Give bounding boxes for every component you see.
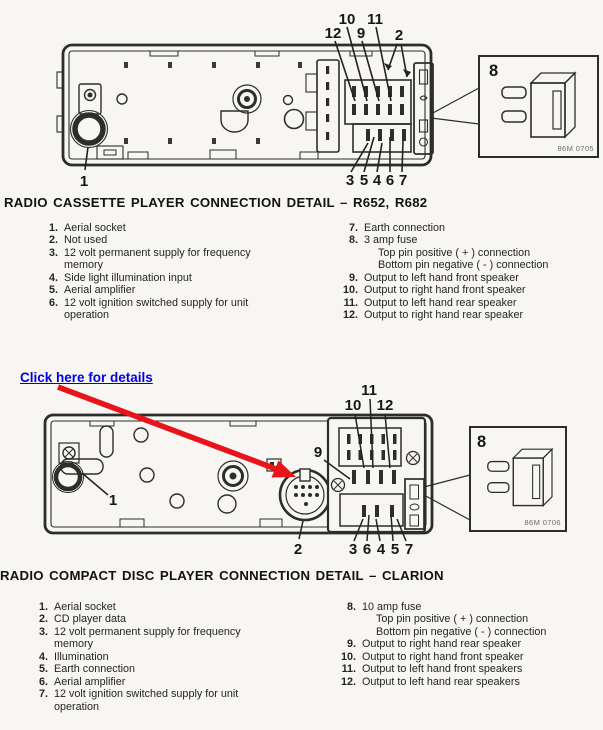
legend-item: 8.10 amp fuse: [346, 601, 422, 613]
callout-3: 3: [349, 541, 357, 558]
cd-legend-left: 1.Aerial socket 2.CD player data 3.12 vo…: [22, 601, 312, 713]
legend-item: 11.Output to left hand front speakers: [341, 663, 523, 676]
legend-item: 1.Aerial socket: [38, 601, 116, 613]
callout-12: 12: [377, 397, 394, 414]
aerial-socket: [52, 442, 104, 493]
aerial-socket: [69, 83, 109, 149]
callout-6: 6: [386, 172, 394, 189]
cassette-chassis-outline: [61, 43, 433, 167]
callout-7: 7: [399, 172, 407, 189]
fuse-holder-connector: [404, 478, 425, 530]
legend-item: 5.Aerial amplifier: [48, 284, 136, 297]
legend-item: 2.CD player data: [38, 613, 127, 626]
legend-item: 11.Output to left hand rear speaker: [343, 296, 517, 309]
callout-9: 9: [357, 25, 365, 42]
fuse-inset: 8 86M 0706: [423, 426, 567, 532]
legend-item: 6.Aerial amplifier: [38, 675, 126, 688]
callout-1: 1: [109, 492, 117, 509]
legend-item: 9.Output to left hand front speaker: [348, 271, 519, 284]
cd-connector-block: [326, 416, 427, 534]
legend-item: 2.Not used: [48, 234, 108, 247]
legend-subitem: Bottom pin negative ( - ) connection: [378, 259, 549, 272]
callout-3: 3: [346, 172, 354, 189]
callout-2: 2: [294, 541, 302, 558]
red-arrow-icon: [57, 384, 296, 478]
spindle-hole: [232, 84, 262, 114]
callout-1: 1: [80, 173, 88, 190]
legend-item: 10.Output to right hand front speaker: [340, 650, 524, 663]
callout-5: 5: [360, 172, 368, 189]
fuse-icon: [487, 447, 554, 507]
legend-item: 12.Output to right hand rear speaker: [342, 309, 524, 322]
cd-section-title: RADIO COMPACT DISC PLAYER CONNECTION DET…: [0, 568, 444, 583]
legend-subitem: Top pin positive ( + ) connection: [378, 246, 531, 259]
cd-player-diagram: 1 11 10 12 9 2 3 6 4 5 7 8: [43, 382, 567, 558]
callout-12: 12: [325, 25, 342, 42]
legend-item: 1.Aerial socket: [48, 222, 126, 234]
legend-item: 7.Earth connection: [348, 222, 446, 234]
fuse-inset: 8 86M 0705: [430, 55, 599, 158]
cd-legend: 1.Aerial socket 2.CD player data 3.12 vo…: [22, 601, 603, 713]
legend-item: 6.12 volt ignition switched supply for u…: [48, 296, 249, 322]
legend-subitem: Top pin positive ( + ) connection: [376, 613, 529, 626]
callout-7: 7: [405, 541, 413, 558]
cassette-section-title: RADIO CASSETTE PLAYER CONNECTION DETAIL …: [4, 195, 428, 210]
details-link[interactable]: Click here for details: [20, 370, 153, 385]
cd-legend-right: 8.10 amp fuse Top pin positive ( + ) con…: [312, 601, 603, 713]
legend-item: 9.Output to right hand rear speaker: [346, 638, 522, 651]
callout-10: 10: [345, 397, 362, 414]
legend-item: 7.12 volt ignition switched supply for u…: [38, 688, 239, 713]
spindle-hole: [217, 460, 249, 492]
callout-8: 8: [477, 433, 486, 451]
legend-item: 4.Side light illumination input: [48, 271, 192, 284]
cassette-player-diagram: 1 10 11 12 9 2 3 5 4 6 7 8: [56, 11, 599, 190]
callout-11: 11: [361, 382, 377, 399]
vent-holes: [124, 62, 302, 144]
callout-8: 8: [489, 62, 498, 80]
callout-leaders: [81, 398, 407, 542]
legend-item: 3.12 volt permanent supply for frequency…: [38, 625, 241, 651]
legend-item: 8.3 amp fuse: [348, 234, 418, 247]
callout-10: 10: [339, 11, 356, 28]
fuse-holder-connector: [413, 62, 434, 155]
legend-item: 12.Output to left hand rear speakers: [340, 675, 520, 688]
fuse-icon: [501, 71, 577, 139]
callout-9: 9: [314, 444, 322, 461]
figure-code: 86M 0706: [524, 518, 561, 527]
legend-item: 4.Illumination: [38, 650, 109, 663]
cassette-legend-left: 1.Aerial socket 2.Not used 3.12 volt per…: [30, 222, 312, 322]
callout-leaders: [84, 26, 408, 173]
callout-4: 4: [377, 541, 386, 558]
legend-subitem: Bottom pin negative ( - ) connection: [376, 625, 547, 638]
cd-chassis-outline: [43, 413, 434, 535]
legend-item: 10.Output to right hand front speaker: [342, 284, 526, 297]
cassette-legend: 1.Aerial socket 2.Not used 3.12 volt per…: [30, 222, 603, 322]
cassette-connector-block: [305, 59, 412, 153]
figure-code: 86M 0705: [557, 144, 594, 153]
legend-item: 5.Earth connection: [38, 663, 136, 676]
cassette-legend-right: 7.Earth connection 8.3 amp fuse Top pin …: [312, 222, 603, 322]
callout-4: 4: [373, 172, 382, 189]
callout-11: 11: [367, 11, 383, 28]
legend-item: 3.12 volt permanent supply for frequency…: [48, 246, 251, 272]
callout-5: 5: [391, 541, 399, 558]
callout-2: 2: [395, 27, 403, 44]
callout-6: 6: [363, 541, 371, 558]
